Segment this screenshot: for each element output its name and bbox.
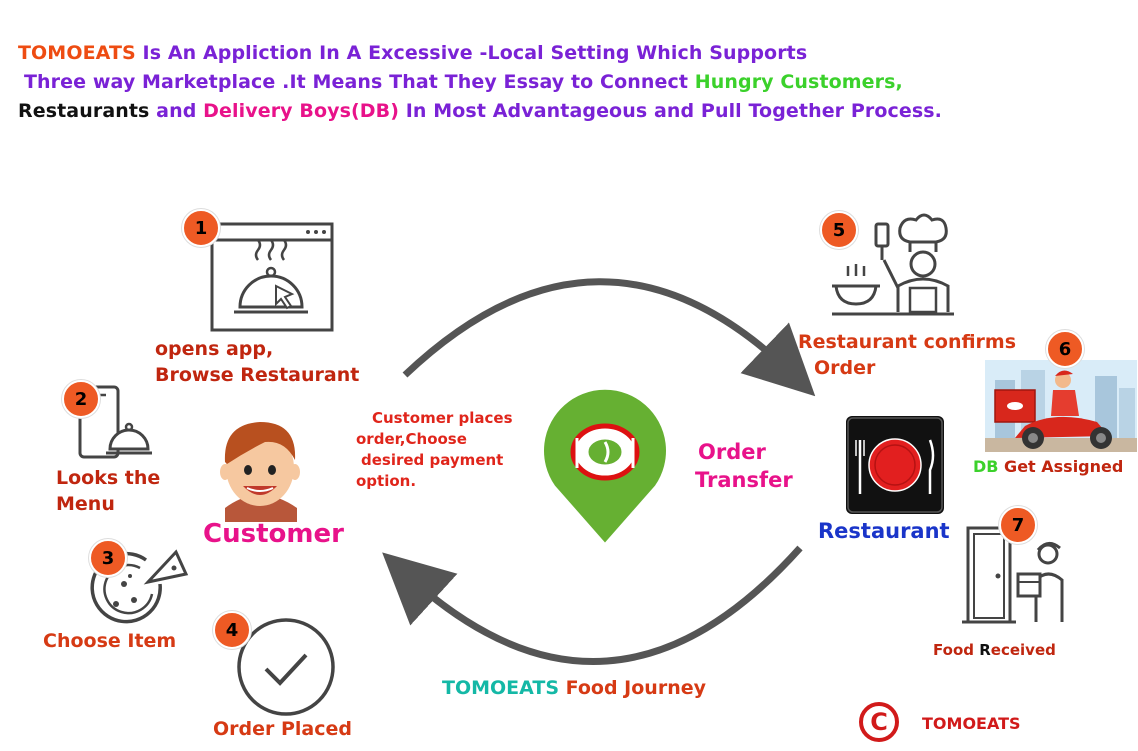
step-5-label-line2: Order [814,357,876,379]
step-7-label-a: Food [933,641,980,659]
step-7-badge: 7 [999,506,1037,544]
header-text: and [149,100,204,122]
header-text: Is An Appliction In A Excessive -Local S… [135,42,808,64]
order-note: Customer places order,Choose desired pay… [356,408,513,492]
location-pin-plate-icon [542,387,668,546]
header-text: Three way Marketplace .It Means That The… [24,71,695,93]
browser-cloche-icon [210,222,334,332]
order-note-line: desired payment [361,451,504,469]
step-6-label: DB Get Assigned [973,457,1123,476]
step-2-label-line2: Menu [56,493,115,515]
step-7-label-b: R [979,641,991,659]
journey-text: Food Journey [559,677,706,699]
restaurant-plate-icon [846,416,944,514]
header-line-1: TOMOEATS Is An Appliction In A Excessive… [18,42,807,64]
step-6-label-text: Get Assigned [998,457,1124,476]
copyright-logo-icon: C [859,702,899,742]
footer-brand: TOMOEATS [922,714,1021,733]
order-note-line: option. [356,472,417,490]
step-1-label-line1: opens app, [155,338,274,360]
customer-avatar [220,422,300,522]
step-1-badge: 1 [182,209,220,247]
header-brand: TOMOEATS [18,42,136,64]
step-2-label: Looks the Menu [56,465,160,517]
check-circle-icon [237,618,335,716]
step-6-badge: 6 [1046,330,1084,368]
header-highlight-delivery: Delivery Boys(DB) [203,100,400,122]
step-7-label-c: eceived [990,641,1056,659]
header-line-2: Three way Marketplace .It Means That The… [24,71,903,93]
header-highlight-customers: Hungry Customers, [694,71,903,93]
order-note-line: order,Choose [356,430,467,448]
header-text: In Most Advantageous and Pull Together P… [399,100,943,122]
order-transfer-line2: Transfer [695,468,793,492]
customer-label: Customer [203,519,344,549]
step-4-label: Order Placed [213,718,353,740]
order-transfer-label: Order Transfer [695,438,793,494]
header-highlight-restaurants: Restaurants [18,100,150,122]
delivery-scooter-image [985,360,1137,452]
restaurant-label: Restaurant [818,519,950,543]
order-note-line: Customer places [372,409,513,427]
step-2-badge: 2 [62,380,100,418]
step-6-label-db: DB [973,457,999,476]
door-delivery-icon [962,526,1064,624]
step-3-badge: 3 [89,539,127,577]
step-4-badge: 4 [213,611,251,649]
step-5-label: Restaurant confirms Order [784,329,1030,381]
step-2-label-line1: Looks the [56,467,161,489]
step-1-label-line2: Browse Restaurant [155,364,360,386]
step-5-label-line1: Restaurant confirms [797,331,1017,353]
order-transfer-line1: Order [698,440,766,464]
journey-caption: TOMOEATS Food Journey [442,677,706,699]
step-3-label: Choose Item [43,630,177,652]
chef-cooking-icon [832,213,954,316]
step-7-label: Food Received [933,641,1056,659]
step-5-badge: 5 [820,211,858,249]
header-line-3: Restaurants and Delivery Boys(DB) In Mos… [18,100,942,122]
step-1-label: opens app, Browse Restaurant [155,336,359,388]
journey-brand: TOMOEATS [442,677,560,699]
